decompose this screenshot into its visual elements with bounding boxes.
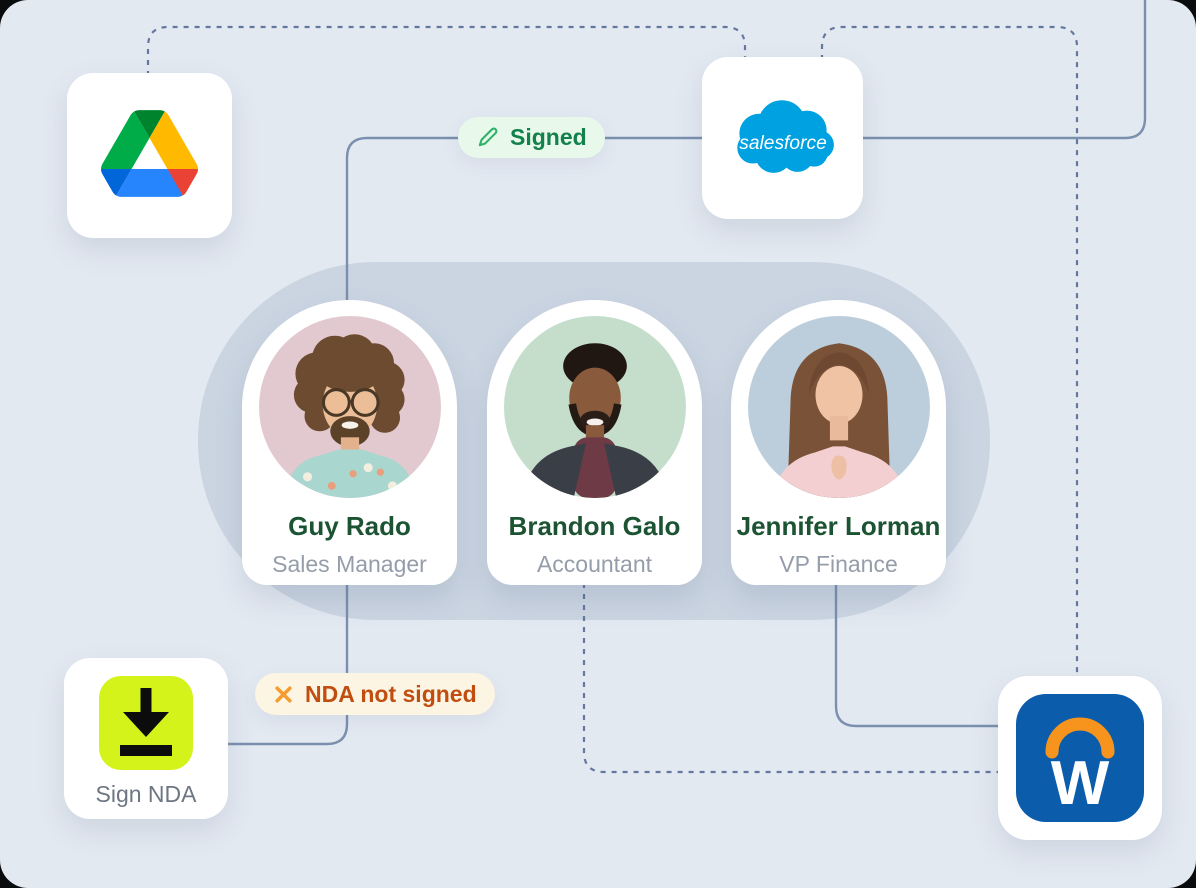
workday-icon: W bbox=[1016, 694, 1144, 822]
connector-drive-to-salesforce bbox=[146, 25, 747, 76]
x-icon bbox=[273, 684, 294, 705]
person-card-jennifer-lorman[interactable]: Jennifer Lorman VP Finance bbox=[731, 300, 946, 585]
person-card-brandon-galo[interactable]: Brandon Galo Accountant bbox=[487, 300, 702, 585]
person-role: VP Finance bbox=[779, 551, 898, 577]
person-role: Sales Manager bbox=[272, 551, 427, 577]
avatar bbox=[258, 316, 441, 498]
person-name: Brandon Galo bbox=[508, 511, 681, 541]
signed-badge-label: Signed bbox=[510, 124, 587, 150]
download-icon bbox=[99, 676, 193, 770]
connector-jennifer-to-workday bbox=[834, 583, 1000, 728]
workday-logo-letter: W bbox=[1051, 749, 1110, 818]
person-name: Guy Rado bbox=[288, 511, 411, 541]
person-name: Jennifer Lorman bbox=[736, 511, 941, 541]
nda-badge-label: NDA not signed bbox=[305, 680, 477, 707]
salesforce-card[interactable]: salesforce bbox=[702, 57, 863, 219]
avatar bbox=[747, 316, 930, 498]
salesforce-cloud-icon: salesforce bbox=[731, 95, 835, 181]
pen-icon bbox=[476, 126, 499, 149]
workday-card[interactable]: W bbox=[998, 676, 1162, 840]
sign-nda-label: Sign NDA bbox=[95, 781, 197, 807]
google-drive-card[interactable] bbox=[67, 73, 232, 238]
google-drive-icon bbox=[101, 109, 198, 202]
nda-not-signed-badge[interactable]: NDA not signed bbox=[255, 673, 495, 715]
person-card-guy-rado[interactable]: Guy Rado Sales Manager bbox=[242, 300, 457, 585]
connector-brandon-to-workday bbox=[582, 583, 1000, 774]
salesforce-logo-text: salesforce bbox=[739, 133, 827, 154]
signed-status-badge[interactable]: Signed bbox=[458, 117, 605, 158]
sign-nda-card[interactable]: Sign NDA bbox=[64, 658, 228, 819]
person-role: Accountant bbox=[536, 551, 653, 577]
connector-top-to-salesforce bbox=[861, 0, 1147, 140]
avatar bbox=[503, 316, 686, 498]
